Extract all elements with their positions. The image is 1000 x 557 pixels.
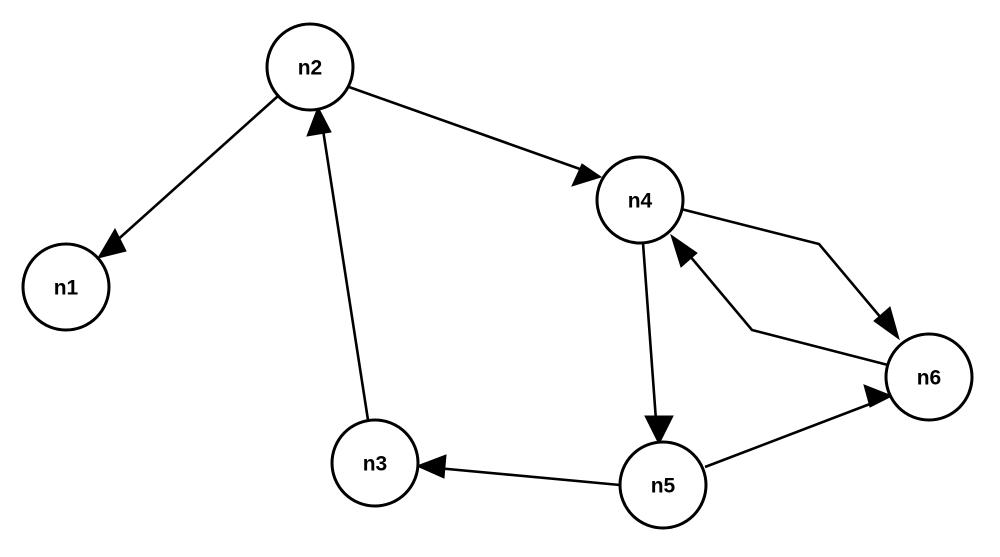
arrowhead-icon xyxy=(873,306,900,341)
edge-line xyxy=(680,207,893,332)
arrowhead-icon xyxy=(415,454,447,479)
arrowhead-icon xyxy=(571,163,603,187)
edge-n6-n4 xyxy=(670,233,889,367)
graph-node-n1[interactable]: n1 xyxy=(21,242,111,332)
node-label: n2 xyxy=(298,57,323,80)
edges-layer xyxy=(96,85,900,487)
graph-node-n4[interactable]: n4 xyxy=(595,155,685,245)
node-label: n4 xyxy=(628,190,653,213)
edge-line xyxy=(641,242,659,435)
graph-node-n5[interactable]: n5 xyxy=(618,440,708,530)
edge-line xyxy=(704,397,884,469)
edge-n4-n5 xyxy=(641,242,674,446)
graph-node-n3[interactable]: n3 xyxy=(330,418,420,508)
node-label: n5 xyxy=(651,475,676,498)
edge-n4-n6 xyxy=(680,207,900,341)
node-circle[interactable] xyxy=(884,332,974,422)
edge-n5-n3 xyxy=(415,454,621,487)
edge-n3-n2 xyxy=(306,105,370,421)
edge-n5-n6 xyxy=(704,384,894,469)
node-label: n1 xyxy=(54,277,79,300)
edge-line xyxy=(425,465,621,487)
edge-line xyxy=(348,85,595,176)
node-label: n3 xyxy=(363,453,388,476)
nodes-layer: n1 n2 n3 n4 n5 n6 xyxy=(21,22,974,530)
node-label: n6 xyxy=(917,367,942,390)
arrowhead-icon xyxy=(863,384,894,408)
node-circle[interactable] xyxy=(330,418,420,508)
graph-node-n6[interactable]: n6 xyxy=(884,332,974,422)
arrowhead-icon xyxy=(670,233,698,268)
node-circle[interactable] xyxy=(21,242,111,332)
graph-node-n2[interactable]: n2 xyxy=(265,22,355,112)
arrowhead-icon xyxy=(306,105,332,137)
node-circle[interactable] xyxy=(595,155,685,245)
edge-n2-n1 xyxy=(96,95,279,259)
arrowhead-icon xyxy=(644,415,674,446)
edge-line xyxy=(103,95,279,253)
arrowhead-icon xyxy=(96,227,127,259)
node-circle[interactable] xyxy=(618,440,708,530)
edge-line xyxy=(678,242,889,367)
node-circle[interactable] xyxy=(265,22,355,112)
edge-n2-n4 xyxy=(348,85,603,187)
edge-line xyxy=(319,116,370,421)
